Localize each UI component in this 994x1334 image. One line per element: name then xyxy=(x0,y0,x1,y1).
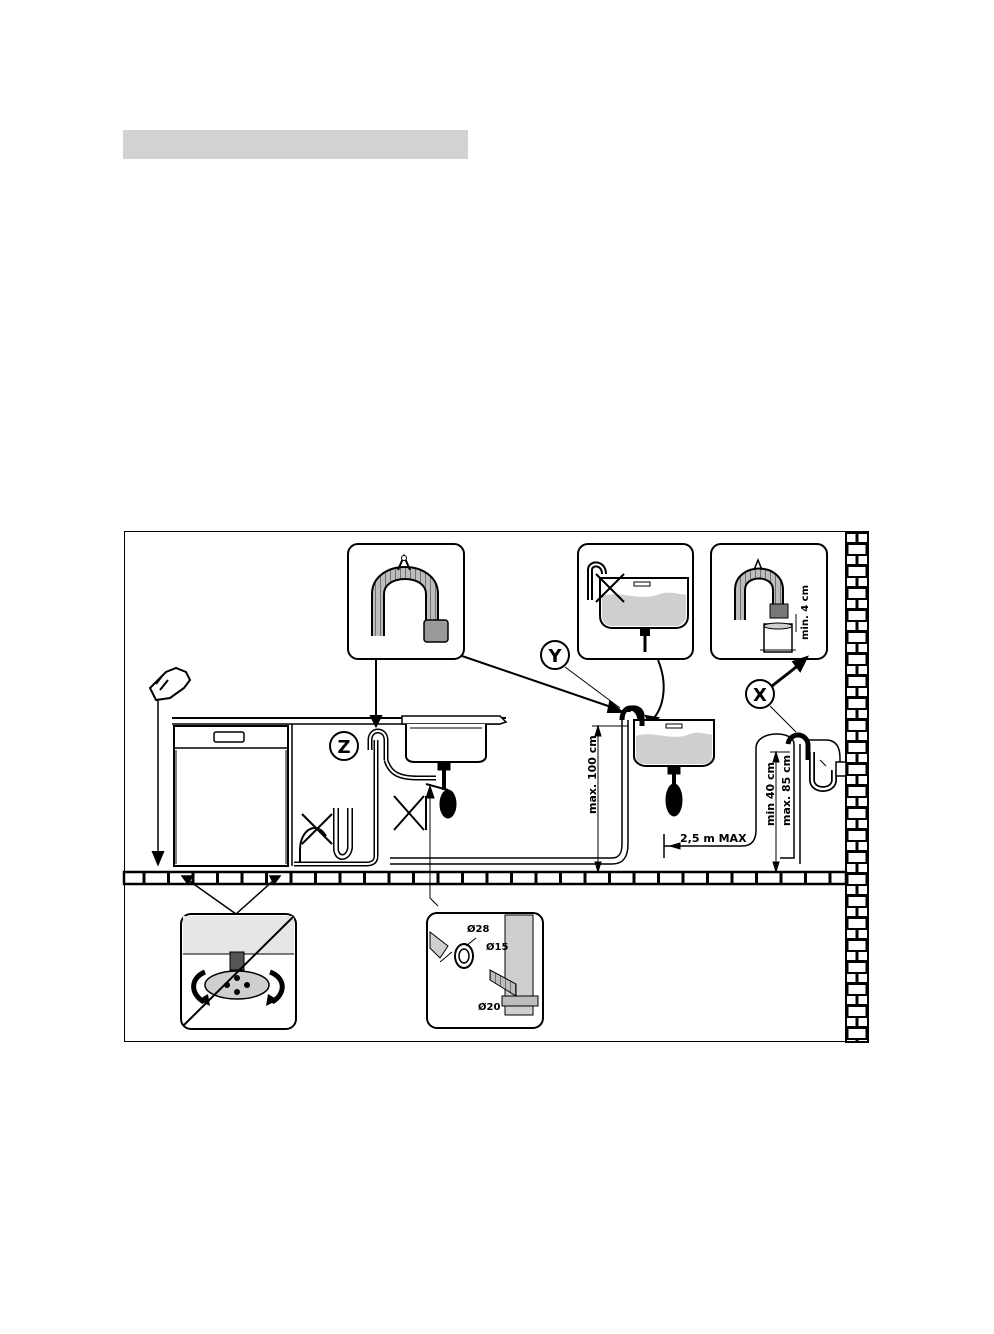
dishwasher xyxy=(173,725,289,867)
dim-hose-length xyxy=(668,842,740,850)
callout-z: Z xyxy=(337,737,350,758)
label-min-40: min 40 cm xyxy=(764,762,777,826)
diameter-inset xyxy=(426,912,544,1029)
hand-level-icon xyxy=(148,666,192,867)
callout-y-line xyxy=(564,666,621,709)
air-gap-inset xyxy=(710,543,828,660)
label-max-100: max. 100 cm xyxy=(586,735,599,814)
section-title-bar xyxy=(123,130,468,159)
label-d20: Ø20 xyxy=(478,1001,500,1013)
callout-y: Y xyxy=(547,646,562,667)
label-hose-length: 2,5 m MAX xyxy=(680,832,747,845)
hose-hook-inset xyxy=(347,543,465,660)
hook-z xyxy=(367,728,389,760)
basin-inset-arrow xyxy=(644,659,665,728)
callout-z-circle xyxy=(329,731,359,761)
brick-wall xyxy=(845,531,869,1043)
dim-max-100 xyxy=(592,724,628,874)
label-max-85: max. 85 cm xyxy=(780,755,793,826)
foot-adjust-inset xyxy=(180,913,297,1030)
label-d15: Ø15 xyxy=(486,941,508,953)
washbasin-inset xyxy=(577,543,694,660)
floor-strip xyxy=(122,870,848,886)
callout-x-circle xyxy=(745,679,775,709)
trap-pointer-line xyxy=(425,784,439,907)
hook-inset-arrows xyxy=(369,655,625,729)
kitchen-sink xyxy=(383,715,508,831)
air-gap-arrow xyxy=(771,655,809,688)
foot-adjust-arrows xyxy=(180,875,282,915)
label-d28: Ø28 xyxy=(467,923,489,935)
callout-y-circle xyxy=(540,640,570,670)
dim-wall-heights xyxy=(770,750,790,874)
callout-x-line xyxy=(769,705,797,733)
wrong-ubend-icon xyxy=(299,808,353,866)
washbasin xyxy=(625,705,715,817)
callout-x: X xyxy=(753,685,767,706)
wall-siphon xyxy=(663,732,847,864)
drain-hose xyxy=(294,705,643,867)
label-min-4: min. 4 cm xyxy=(800,585,811,640)
